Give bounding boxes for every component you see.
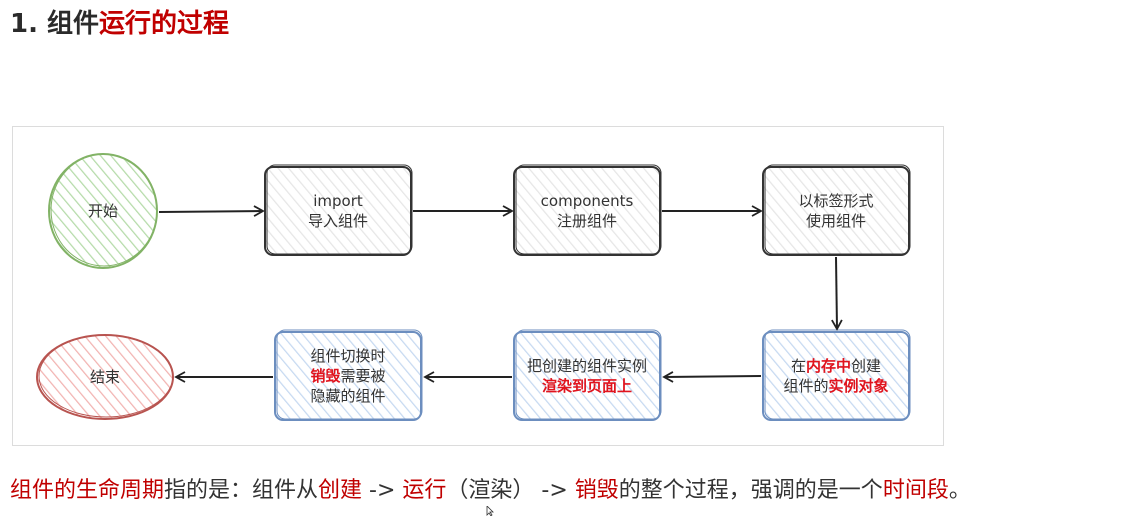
- footer-term-destroy: 销毁: [574, 478, 619, 503]
- render-box-shape: [513, 331, 661, 421]
- heading-accent: 运行的过程: [99, 9, 230, 39]
- end-node: 结束: [37, 335, 173, 419]
- lifecycle-definition: 组件的生命周期指的是：组件从创建 -> 运行（渲染） -> 销毁的整个过程，强调…: [10, 474, 971, 508]
- mouse-cursor-icon: [486, 506, 494, 516]
- footer-text-3: （渲染） ->: [446, 478, 575, 503]
- render-step: 把创建的组件实例 渲染到页面上: [514, 332, 660, 420]
- create-line1: 在内存中创建: [783, 356, 888, 376]
- footer-text-2: ->: [362, 478, 403, 503]
- start-node: 开始: [49, 154, 157, 268]
- use-box-shape: [762, 166, 910, 256]
- footer-term-create: 创建: [318, 478, 363, 503]
- destroy-line3: 隐藏的组件: [310, 387, 386, 405]
- import-step: import 导入组件: [265, 167, 411, 255]
- use-line2: 使用组件: [805, 212, 866, 230]
- create-text-a: 在: [790, 357, 806, 375]
- import-box-shape: [264, 166, 412, 256]
- footer-text-5: 。: [948, 478, 971, 503]
- end-label: 结束: [89, 368, 120, 386]
- footer-term-lifecycle: 组件的生命周期: [10, 478, 165, 503]
- register-step: components 注册组件: [514, 167, 660, 255]
- heading-prefix: 1. 组件: [10, 9, 100, 39]
- import-line2: 导入组件: [307, 212, 368, 230]
- create-text-instance: 实例对象: [828, 377, 889, 395]
- create-text-memory: 内存中: [805, 357, 851, 375]
- destroy-box-shape: [274, 331, 422, 421]
- arrow-create-to-render: [662, 371, 762, 383]
- register-box-shape: [513, 166, 661, 256]
- footer-text-1: 指的是：组件从: [164, 478, 319, 503]
- section-heading: 1. 组件运行的过程: [10, 4, 229, 44]
- create-box-shape: [762, 331, 910, 421]
- register-line2: 注册组件: [556, 212, 617, 230]
- start-label: 开始: [87, 202, 118, 220]
- arrow-start-to-import: [158, 205, 265, 217]
- flowchart-canvas: [36, 153, 911, 421]
- footer-term-period: 时间段: [882, 478, 949, 503]
- render-line1: 把创建的组件实例: [526, 357, 647, 375]
- create-step: 在内存中创建 组件的实例对象: [763, 332, 909, 420]
- destroy-line1: 组件切换时: [310, 347, 386, 365]
- register-line1: components: [540, 192, 634, 210]
- footer-term-run: 运行: [402, 478, 447, 503]
- destroy-line2: 销毁需要被: [310, 366, 385, 386]
- create-text-b: 创建: [851, 357, 882, 375]
- import-line1: import: [313, 192, 363, 210]
- use-step: 以标签形式 使用组件: [763, 167, 909, 255]
- footer-text-4: 的整个过程，强调的是一个: [618, 478, 883, 503]
- use-line1: 以标签形式: [798, 192, 874, 210]
- create-line2: 组件的实例对象: [783, 376, 888, 396]
- arrow-use-to-create: [831, 256, 843, 331]
- destroy-text-destroy: 销毁: [310, 367, 341, 385]
- render-line2: 渲染到页面上: [541, 377, 632, 395]
- destroy-text-need: 需要被: [340, 367, 386, 385]
- destroy-step: 组件切换时 销毁需要被 隐藏的组件: [275, 332, 421, 420]
- create-text-c: 组件的: [783, 377, 829, 395]
- lifecycle-flowchart: 开始 import 导入组件 components 注册组件 以标签形式 使用组…: [12, 126, 944, 446]
